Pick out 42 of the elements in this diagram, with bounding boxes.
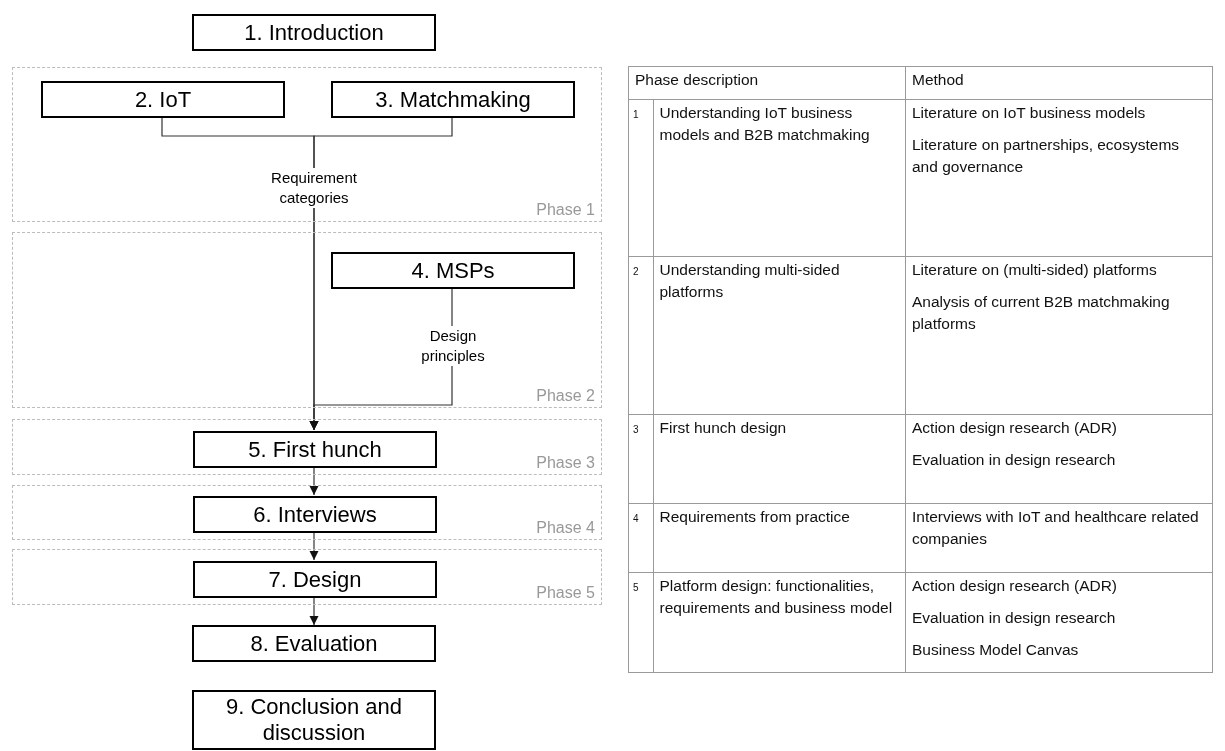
method-text: Evaluation in design research (912, 450, 1117, 470)
phase-label: Phase 4 (536, 519, 595, 537)
column-header: Method (912, 71, 964, 88)
phase-region (12, 549, 602, 605)
phase-description: Platform design: functionalities, requirements and business model (659, 577, 893, 616)
row-number: 1 (633, 109, 639, 120)
phase-description: Requirements from practice (659, 508, 850, 525)
column-header: Phase description (635, 71, 759, 88)
method-text: Action design research (ADR) (912, 576, 1119, 596)
row-number: 3 (633, 424, 639, 435)
phase-label: Phase 1 (536, 201, 595, 219)
connector-arrow (309, 531, 319, 561)
phase-description: First hunch design (659, 419, 787, 436)
section-box: 2. IoT (41, 81, 285, 118)
phase-description: Understanding multi-sided platforms (659, 261, 840, 300)
method-text: Literature on (multi-sided) platforms (912, 260, 1158, 280)
section-box: 7. Design (193, 561, 437, 598)
phase-label: Phase 2 (536, 387, 595, 405)
row-number: 4 (633, 513, 639, 524)
method-text: Evaluation in design research (912, 608, 1117, 628)
section-box: 6. Interviews (193, 496, 437, 533)
method-text: Literature on partnerships, ecosystems and governance (912, 135, 1181, 177)
row-number: 5 (633, 582, 639, 593)
section-box: 9. Conclusion and discussion (192, 690, 436, 750)
method-text: Action design research (ADR) (912, 418, 1119, 438)
connector-arrow (309, 466, 319, 496)
phase-region (12, 485, 602, 540)
method-text: Interviews with IoT and healthcare related companies (912, 507, 1200, 549)
section-box: 4. MSPs (331, 252, 575, 289)
row-number: 2 (633, 266, 639, 277)
phase-label: Phase 3 (536, 454, 595, 472)
section-box: 3. Matchmaking (331, 81, 575, 118)
phase-description: Understanding IoT business models and B2B matchmaking (659, 104, 870, 143)
section-box: 5. First hunch (193, 431, 437, 468)
connector-arrow (309, 596, 319, 626)
phase-region (12, 419, 602, 475)
method-text: Business Model Canvas (912, 640, 1080, 660)
method-text: Literature on IoT business models (912, 103, 1147, 123)
method-text: Analysis of current B2B matchmaking platforms (912, 292, 1171, 334)
phase-label: Phase 5 (536, 584, 595, 602)
section-box: 8. Evaluation (192, 625, 436, 662)
section-box: 1. Introduction (192, 14, 436, 51)
